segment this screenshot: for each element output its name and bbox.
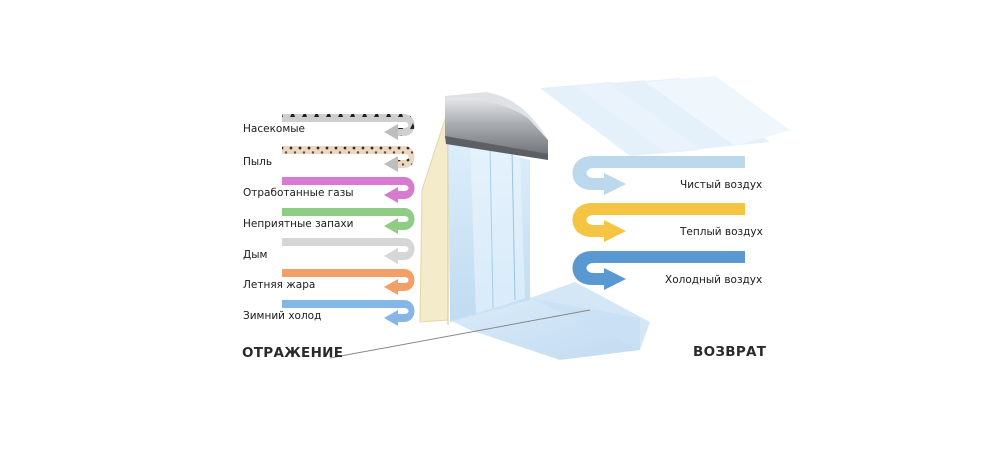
return-caption: ВОЗВРАТ [693, 344, 767, 360]
reflection-arrow-insects [282, 114, 415, 140]
reflection-label-winter-cold: Зимний холод [243, 310, 322, 322]
wall [419, 109, 449, 325]
reflection-label-summer-heat: Летняя жара [243, 279, 316, 291]
reflection-arrow-exhaust [282, 177, 415, 203]
reflection-arrow-dust [282, 146, 415, 172]
reflection-label-odors: Неприятные запахи [243, 218, 354, 230]
air-curtain-unit [445, 92, 548, 160]
return-label-warm-air: Теплый воздух [680, 226, 763, 238]
reflection-label-smoke: Дым [243, 249, 268, 261]
reflection-label-insects: Насекомые [243, 123, 306, 135]
reflection-arrow-odors [282, 208, 415, 234]
reflection-arrows [282, 114, 415, 326]
reflection-arrow-winter-cold [282, 300, 415, 326]
return-label-clean-air: Чистый воздух [680, 179, 763, 191]
reflection-label-exhaust: Отработанные газы [243, 187, 354, 199]
floor-line [329, 309, 591, 359]
return-arrow-warm-air [572, 203, 745, 242]
return-label-cold-air: Холодный воздух [665, 274, 763, 286]
return-arrow-cold-air [572, 251, 745, 290]
reflection-label-dust: Пыль [243, 156, 273, 168]
air-stream [448, 138, 650, 360]
return-arrows [572, 156, 745, 290]
reflection-arrow-smoke [282, 238, 415, 264]
upper-air-stripes [540, 76, 790, 156]
reflection-caption: ОТРАЖЕНИЕ [242, 345, 344, 361]
reflection-arrow-summer-heat [282, 269, 415, 295]
return-arrow-clean-air [572, 156, 745, 195]
